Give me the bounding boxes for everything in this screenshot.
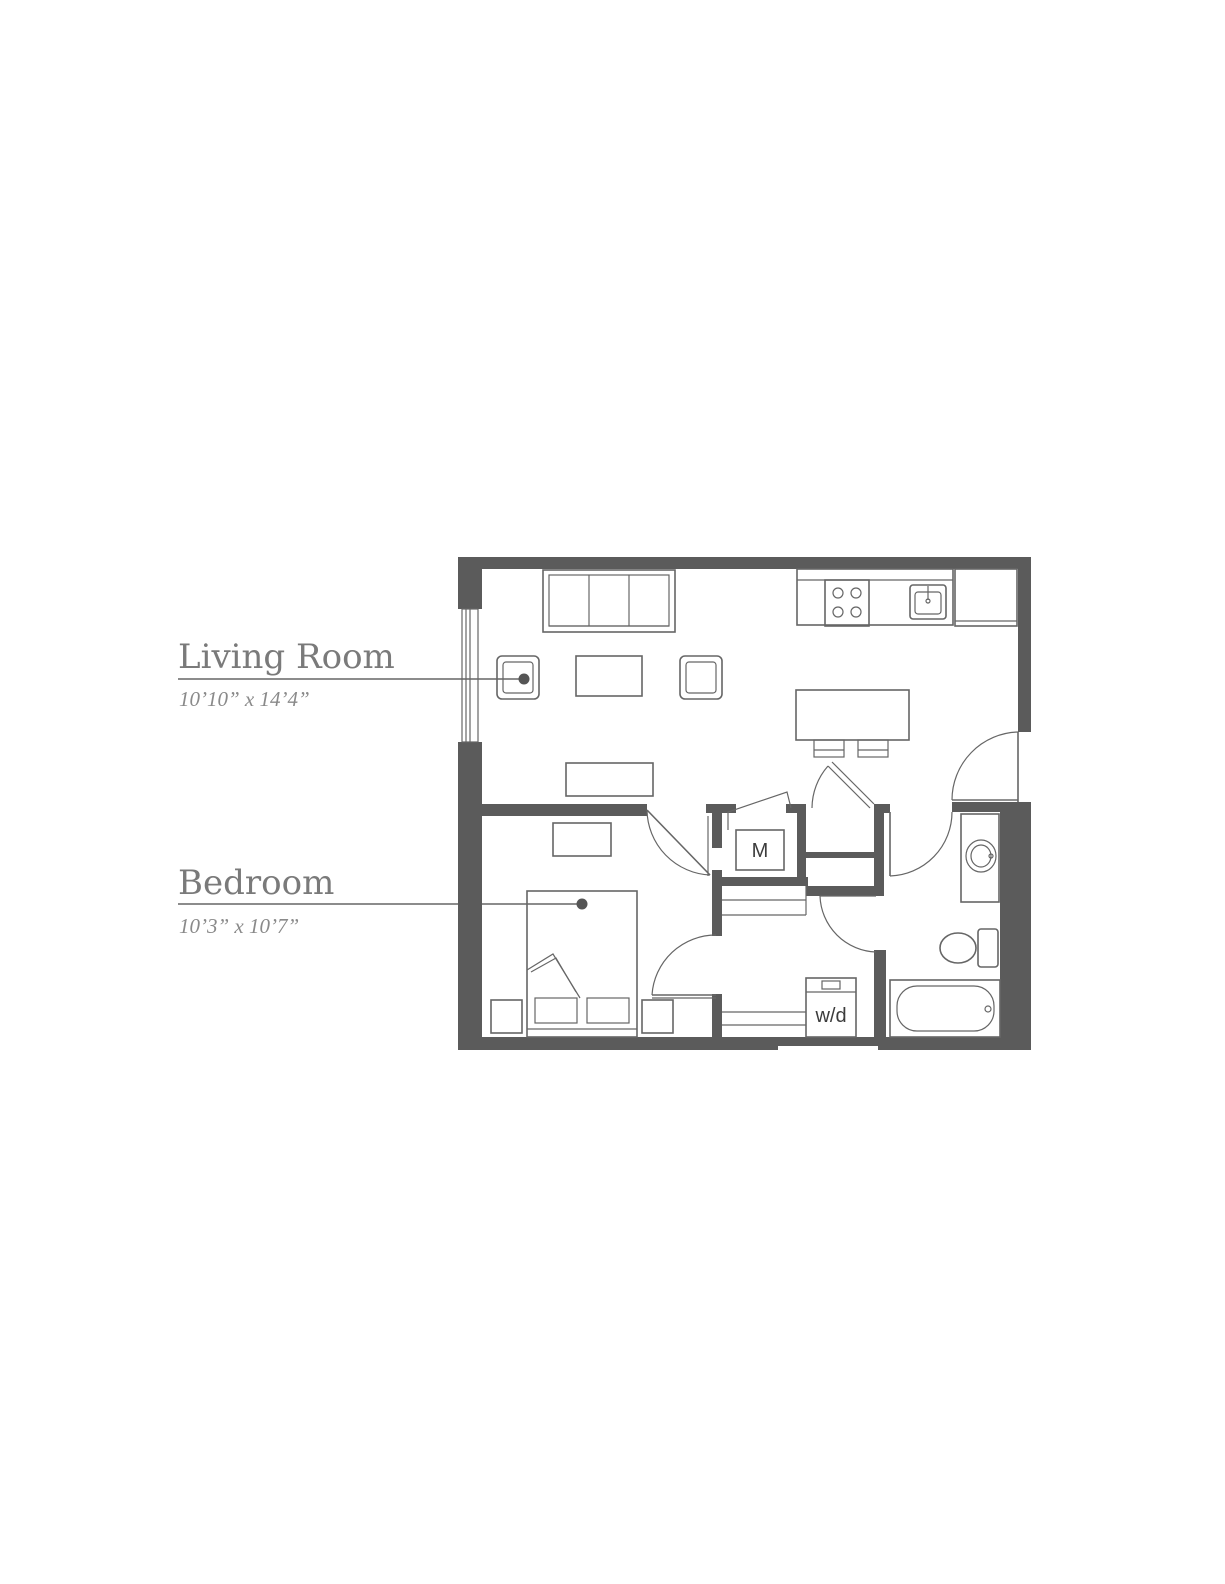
living-room-name: Living Room <box>178 637 395 677</box>
hall-closet-door <box>811 761 875 809</box>
window-left <box>461 608 479 743</box>
bedroom-dresser <box>552 822 612 857</box>
hall-door <box>819 895 877 953</box>
armchair-right <box>679 655 723 700</box>
bedroom-callout: Bedroom 10’3” x 10’7” <box>178 863 588 938</box>
hall-shelves <box>722 886 807 1026</box>
walls <box>458 557 1031 1050</box>
living-room-dimensions: 10’10” x 14’4” <box>179 687 310 711</box>
sofa <box>542 569 676 633</box>
washer-dryer-label: w/d <box>814 1005 846 1027</box>
media-console <box>565 762 654 797</box>
nightstand-left <box>490 999 523 1034</box>
bedroom-name: Bedroom <box>178 863 334 903</box>
bedroom-closet-door <box>651 934 717 999</box>
bathroom-vanity <box>960 813 1000 903</box>
armchair-left <box>496 655 540 700</box>
coffee-table <box>575 655 643 697</box>
bedroom-marker <box>576 898 588 910</box>
mechanical-closet: M <box>707 791 792 876</box>
washer-dryer: w/d <box>805 977 857 1038</box>
toilet <box>939 928 999 968</box>
refrigerator <box>954 568 1018 627</box>
nightstand-right <box>641 999 674 1034</box>
kitchen-sink <box>909 584 947 620</box>
bedroom-door <box>646 809 711 876</box>
range-stove <box>824 579 870 627</box>
bathroom-door <box>889 811 953 877</box>
bathtub <box>889 979 1001 1038</box>
bedroom-dimensions: 10’3” x 10’7” <box>179 914 299 938</box>
living-room-marker <box>518 673 530 685</box>
kitchen-counter <box>796 568 954 626</box>
kitchen-island <box>795 689 910 758</box>
mechanical-label: M <box>752 840 769 862</box>
entry-door <box>951 731 1019 802</box>
bed <box>526 890 638 1038</box>
living-room-callout: Living Room 10’10” x 14’4” <box>178 637 530 711</box>
